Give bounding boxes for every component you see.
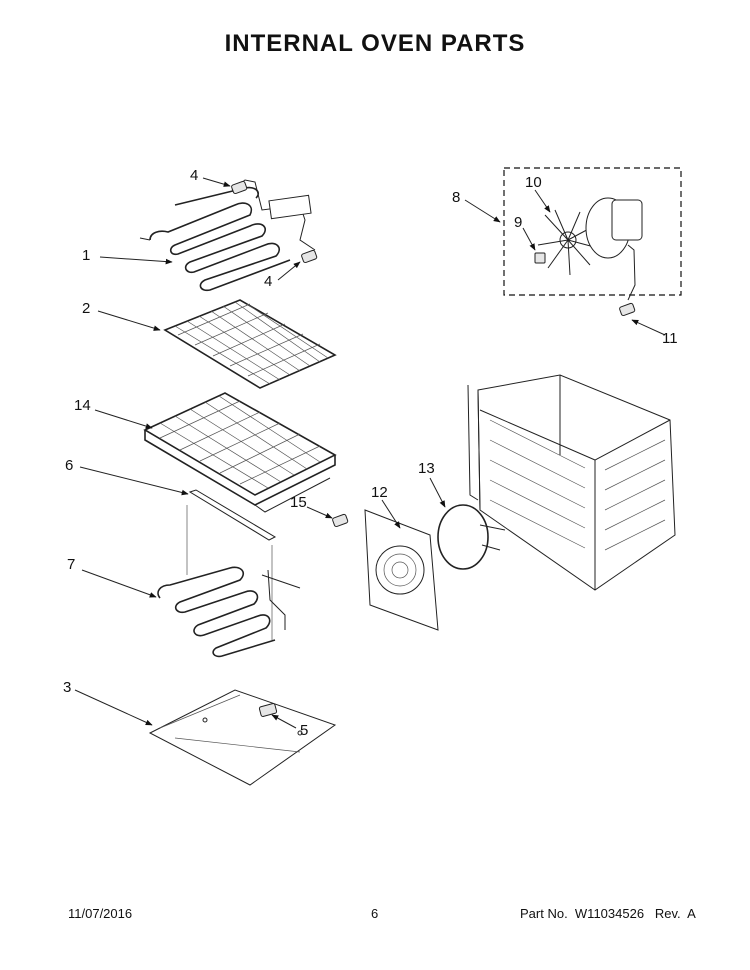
callout-1: 1: [82, 247, 91, 264]
part-10-fan-blade: [537, 209, 599, 276]
part-9-nut: [534, 252, 546, 264]
callout-7: 7: [67, 556, 76, 573]
part-8-convection-assembly: [503, 167, 682, 301]
part-3-bottom-panel: [148, 689, 337, 786]
footer-page-number: 6: [371, 906, 379, 921]
part-15-screw: [332, 513, 349, 528]
callout-8: 8: [452, 189, 461, 206]
part-5-sensor: [258, 703, 278, 717]
oven-cavity: [467, 374, 676, 591]
callout-4-lower: 4: [264, 273, 273, 290]
part-13-convection-element: [437, 504, 506, 570]
part-14-roller-rack: [143, 392, 337, 513]
leader-lines: [74, 177, 666, 729]
part-2-oven-rack: [163, 299, 337, 389]
motor: [585, 197, 643, 301]
callout-14: 14: [74, 397, 91, 414]
callout-10: 10: [525, 174, 542, 191]
callout-13: 13: [418, 460, 435, 477]
callout-5: 5: [300, 722, 309, 739]
footer-part-number: Part No. W11034526 Rev. A: [520, 906, 696, 921]
part-4-screw-lower: [301, 249, 318, 264]
callout-9: 9: [514, 214, 523, 231]
callout-12: 12: [371, 484, 388, 501]
part-12-fan-cover: [364, 509, 439, 631]
page-title: INTERNAL OVEN PARTS: [224, 30, 526, 57]
part-6-trim: [186, 489, 277, 640]
part-11-screw: [619, 302, 636, 317]
callout-3: 3: [63, 679, 72, 696]
callout-15: 15: [290, 494, 307, 511]
part-1-heating-element: [139, 179, 316, 292]
part-7-lower-element: [157, 566, 301, 658]
footer-date: 11/07/2016: [68, 906, 133, 921]
callout-2: 2: [82, 300, 91, 317]
callout-6: 6: [65, 457, 74, 474]
part-4-screw-upper: [231, 180, 248, 195]
callout-4-upper: 4: [190, 167, 199, 184]
callout-11: 11: [662, 330, 678, 347]
